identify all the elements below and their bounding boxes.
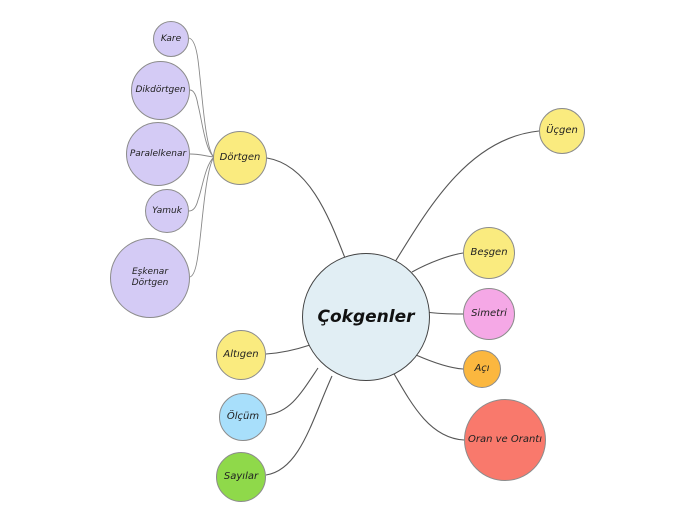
connector-paralelkenar <box>189 153 215 158</box>
connector-kare <box>188 37 215 158</box>
child-dikdortgen-label: Dikdörtgen <box>135 85 186 96</box>
connector-ucgen <box>394 130 540 263</box>
branch-olcum-label: Ölçüm <box>226 411 260 422</box>
branch-simetri-node[interactable]: Simetri <box>463 288 515 340</box>
child-kare-label: Kare <box>160 33 182 44</box>
branch-dortgen-node[interactable]: Dörtgen <box>213 131 267 185</box>
connector-sayilar <box>265 375 333 476</box>
branch-besgen-node[interactable]: Beşgen <box>463 227 515 279</box>
branch-sayilar-node[interactable]: Sayılar <box>216 452 266 502</box>
branch-aci-node[interactable]: Açı <box>463 350 501 388</box>
connector-besgen <box>411 252 464 273</box>
branch-oran-ve-oranti-node[interactable]: Oran ve Orantı <box>464 399 546 481</box>
child-eskenar-dortgen-label: Eşkenar Dörtgen <box>131 267 169 288</box>
branch-olcum-node[interactable]: Ölçüm <box>219 393 267 441</box>
child-eskenar-dortgen-node[interactable]: Eşkenar Dörtgen <box>110 238 190 318</box>
child-yamuk-label: Yamuk <box>152 205 182 216</box>
connector-yamuk <box>188 156 215 212</box>
central-topic-node[interactable]: Çokgenler <box>302 253 430 381</box>
branch-altigen-label: Altıgen <box>223 349 259 360</box>
branch-altigen-node[interactable]: Altıgen <box>216 330 266 380</box>
branch-oran-ve-oranti-label: Oran ve Orantı <box>467 434 543 445</box>
branch-sayilar-label: Sayılar <box>223 471 259 482</box>
branch-simetri-label: Simetri <box>471 308 507 319</box>
child-paralelkenar-label: Paralelkenar <box>129 148 187 159</box>
branch-besgen-label: Beşgen <box>470 247 508 258</box>
child-yamuk-node[interactable]: Yamuk <box>145 189 189 233</box>
connector-altigen <box>265 344 311 355</box>
child-dikdortgen-node[interactable]: Dikdörtgen <box>131 61 190 120</box>
branch-ucgen-node[interactable]: Üçgen <box>539 108 585 154</box>
central-topic-label: Çokgenler <box>317 306 415 327</box>
connector-eskenar <box>189 156 215 278</box>
child-kare-node[interactable]: Kare <box>153 21 189 57</box>
branch-dortgen-label: Dörtgen <box>219 152 261 163</box>
connector-oran <box>392 371 465 441</box>
child-paralelkenar-node[interactable]: Paralelkenar <box>126 122 190 186</box>
branch-aci-label: Açı <box>474 363 490 374</box>
connector-dortgen <box>266 157 346 259</box>
branch-ucgen-label: Üçgen <box>546 125 578 136</box>
connector-dikdortgen <box>189 89 215 158</box>
connector-aci <box>415 354 464 370</box>
connector-simetri <box>425 311 464 315</box>
connector-olcum <box>266 367 319 416</box>
